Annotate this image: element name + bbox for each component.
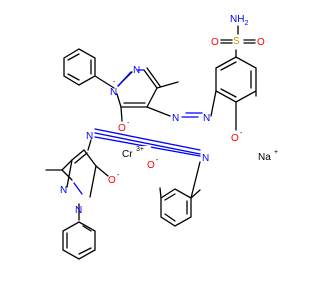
- chromium-charge: 3+: [136, 146, 144, 153]
- pyrazole1-n-charge: -: [113, 79, 116, 86]
- phenol2-charge: -: [156, 157, 159, 164]
- pyrazole1-n-top: N: [133, 65, 140, 76]
- sulfur-label: S: [233, 36, 240, 47]
- sodium-charge: +: [274, 149, 278, 156]
- pyrazole1-n-ring: N: [110, 87, 117, 98]
- phenolate-oxygen: O: [231, 133, 239, 144]
- pyrazole2-oxygen-charge: -: [117, 172, 120, 179]
- pyrazole2-oxygen: O: [108, 175, 116, 186]
- chromium-label: Cr: [122, 149, 133, 160]
- sodium-label: Na: [258, 152, 271, 163]
- pyrazole2-n-ring: N: [75, 205, 82, 216]
- azo1-n-b: N: [203, 113, 210, 124]
- structure-diagram: NH2 S O O N N - O - N N O - N N Cr 3+: [45, 14, 278, 260]
- azo2-n-b: N: [202, 153, 209, 164]
- azo2-n-a: N: [86, 131, 93, 142]
- sulfonyl-oxygen-left: O: [211, 37, 219, 48]
- pyrazole1-oxygen-charge: -: [127, 120, 130, 127]
- phenolate-charge: -: [240, 130, 243, 137]
- nh2-label: NH2: [230, 14, 248, 27]
- sulfonyl-oxygen-right: O: [257, 37, 265, 48]
- pyrazole2-n-top: N: [60, 185, 67, 196]
- atom-labels: NH2 S O O N N - O - N N O - N N Cr 3+: [60, 14, 278, 216]
- azo1-n-a: N: [172, 113, 179, 124]
- phenol2-oxygen: O: [147, 160, 155, 171]
- molecule-structure: NH2 S O O N N - O - N N O - N N Cr 3+: [45, 14, 278, 260]
- pyrazole1-oxygen: O: [118, 123, 126, 134]
